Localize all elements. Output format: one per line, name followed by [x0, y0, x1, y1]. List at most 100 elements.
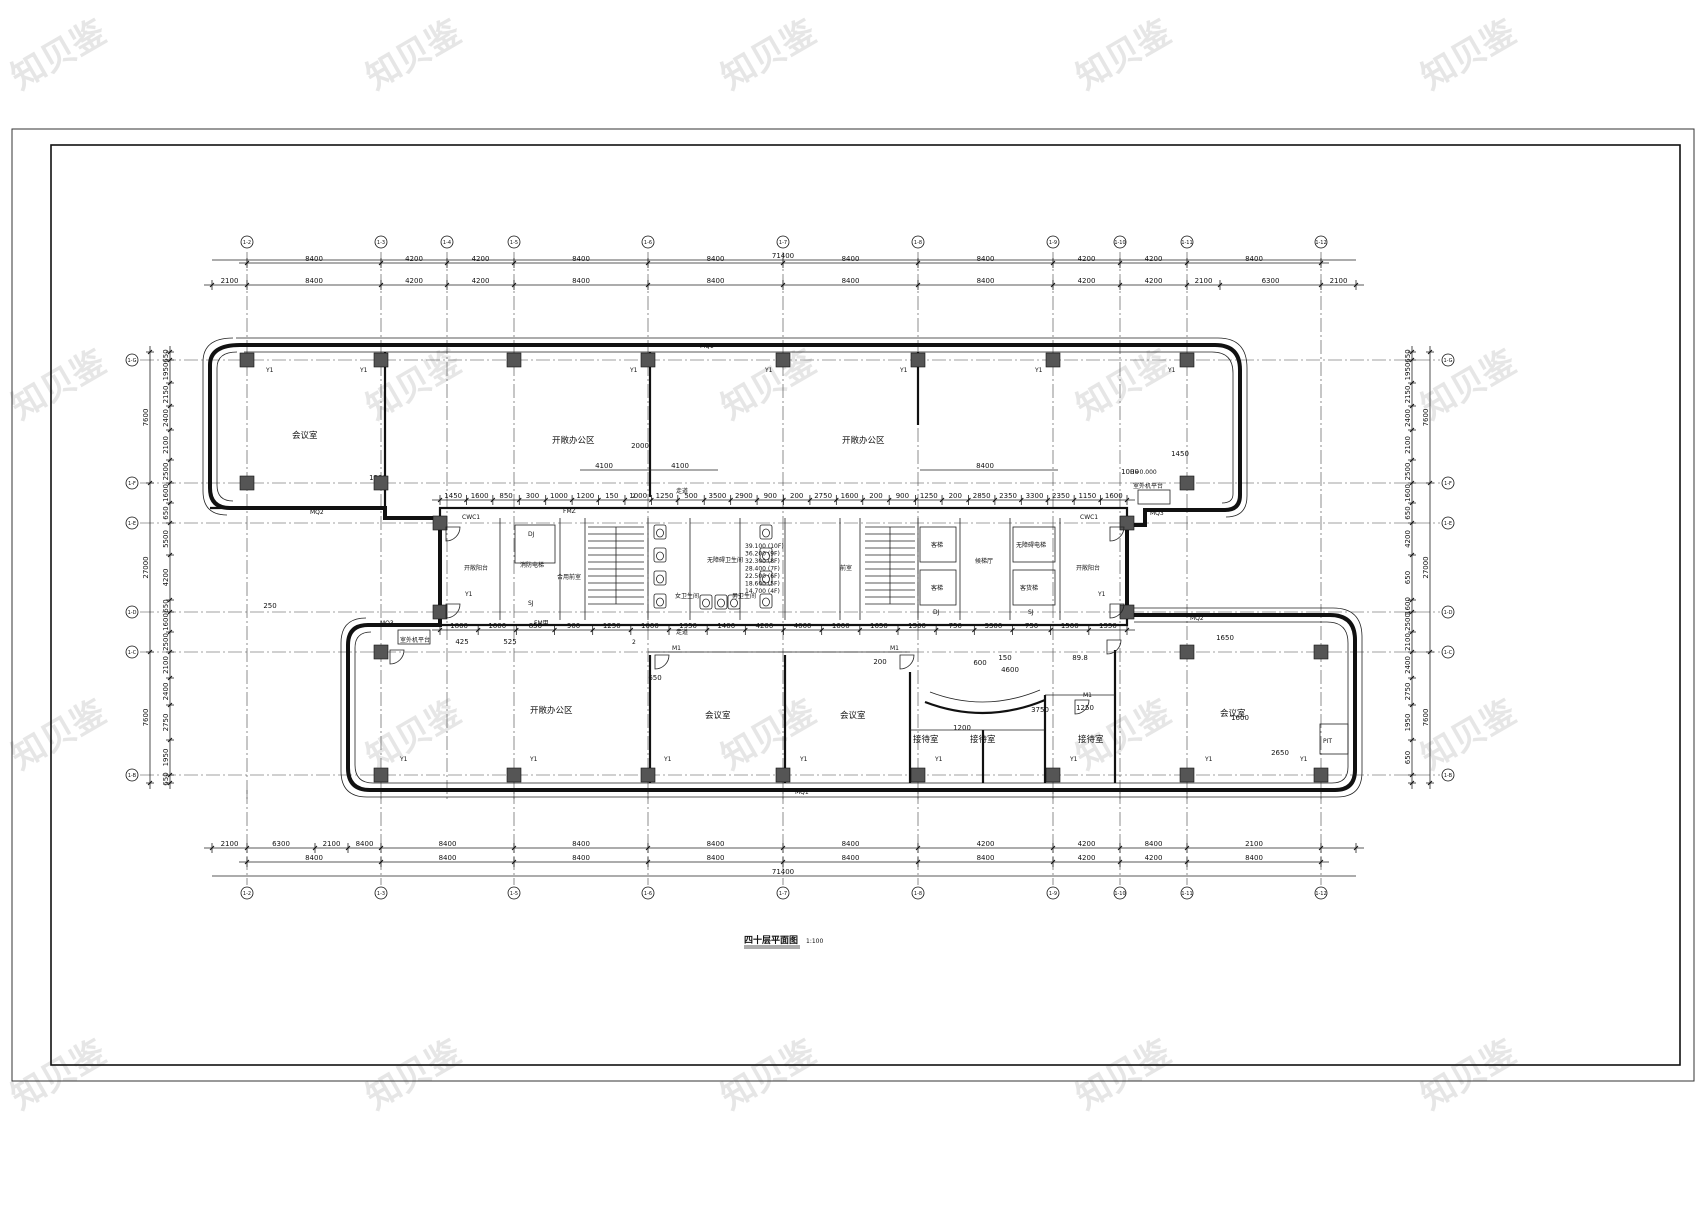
- axis-bubble-left: [125, 605, 139, 619]
- axis-label-left: 1-E: [128, 521, 136, 527]
- wc-fixture: [714, 594, 728, 610]
- room-ac-platform-e: 室外机平台: [1133, 482, 1163, 490]
- section-mark-1: 2: [632, 493, 636, 500]
- watermark-text: 知贝鉴: [5, 692, 113, 778]
- axis-bubble-left: [125, 476, 139, 490]
- wc-fixture: [653, 570, 667, 586]
- ac-unit-east: [1137, 489, 1171, 505]
- axis-label-left: 1-F: [128, 481, 136, 487]
- dim-core-top: 2350: [1052, 492, 1070, 500]
- dim-misc: 8400: [976, 462, 994, 470]
- dim-core-top: 1250: [656, 492, 674, 500]
- dim-core-top: 300: [526, 492, 539, 500]
- dim-misc: 89.8: [1072, 654, 1088, 662]
- axis-bubble-right: [1441, 768, 1455, 782]
- axis-label-top: 1-3: [377, 240, 385, 246]
- dim-left-side: 2100: [162, 656, 170, 674]
- structural-column: [373, 767, 389, 783]
- watermark-text: 知贝鉴: [360, 12, 468, 98]
- dim-core-top: 1600: [471, 492, 489, 500]
- watermark-text: 知贝鉴: [715, 342, 823, 428]
- dim-top-row2: 2100: [221, 277, 239, 285]
- axis-bubble-bottom: [776, 886, 790, 900]
- lift-shaft-3: [1012, 526, 1056, 563]
- axis-label-right: 1-E: [1444, 521, 1452, 527]
- dim-left-side: 650: [162, 599, 170, 612]
- structural-column: [239, 475, 255, 491]
- axis-label-top: 1-5: [510, 240, 518, 246]
- dim-core-top: 1450: [444, 492, 462, 500]
- structural-column: [1179, 352, 1195, 368]
- dim-misc: 425: [455, 638, 468, 646]
- door-m1-3: M1: [1083, 692, 1092, 699]
- dim-misc: 150: [998, 654, 1011, 662]
- room-no-barrier-lift: 无障碍电梯: [1016, 541, 1046, 549]
- lift-shaft-1: [919, 526, 957, 563]
- dim-core-top: 2850: [973, 492, 991, 500]
- structural-column: [1045, 352, 1061, 368]
- axis-label-top: 1-11: [1181, 240, 1192, 246]
- column-tag-y1: Y1: [529, 756, 538, 763]
- dim-bottom-row1: 8400: [1145, 840, 1163, 848]
- axis-label-top: 1-8: [914, 240, 922, 246]
- dim-top-row2: 8400: [572, 277, 590, 285]
- building-outline: [202, 337, 1363, 798]
- dim-left-side: 1950: [162, 749, 170, 767]
- dim-top-row2: 4200: [1078, 277, 1096, 285]
- room-lift-hall: 候梯厅: [975, 557, 993, 565]
- axis-label-top: 1-7: [779, 240, 787, 246]
- dim-top-row2: 2100: [1330, 277, 1348, 285]
- axis-bubble-top: [1314, 235, 1328, 249]
- dim-left-total: 7600: [142, 409, 150, 427]
- dim-left-side: 2400: [162, 409, 170, 427]
- axis-bubble-bottom: [240, 886, 254, 900]
- dim-top-row2: 4200: [472, 277, 490, 285]
- structural-column: [432, 604, 448, 620]
- dim-top-row1: 8400: [977, 255, 995, 263]
- dim-bottom-row1: 2100: [221, 840, 239, 848]
- wc-fixture: [653, 547, 667, 563]
- dim-left-side: 1600: [162, 613, 170, 631]
- room-dj-1: DJ: [528, 531, 535, 538]
- structural-column: [1313, 644, 1329, 660]
- axis-bubble-top: [1180, 235, 1194, 249]
- column-tag-y1: Y1: [799, 756, 808, 763]
- sheet-outer-border: [11, 128, 1695, 1082]
- floor-height-entry: 18.600 (5F): [745, 581, 780, 588]
- room-reception-1: 接待室: [913, 734, 939, 745]
- room-open-office-n2: 开敞办公区: [842, 435, 885, 446]
- axis-bubble-right: [1441, 516, 1455, 530]
- room-open-office-n1: 开敞办公区: [552, 435, 595, 446]
- dim-misc: 200: [873, 658, 886, 666]
- dim-left-side: 2100: [162, 436, 170, 454]
- ac-unit-west: [397, 629, 431, 645]
- dim-right-side: 2400: [1404, 409, 1412, 427]
- axis-bubble-bottom: [1113, 886, 1127, 900]
- axis-label-bottom: 1-11: [1181, 891, 1192, 897]
- axis-bubble-bottom: [641, 886, 655, 900]
- door-swing: [1109, 526, 1125, 542]
- sheet-inner-border: [50, 144, 1681, 1066]
- axis-bubble-left: [125, 353, 139, 367]
- axis-label-bottom: 1-6: [644, 891, 652, 897]
- axis-label-top: 1-4: [443, 240, 451, 246]
- interior-partitions: [383, 352, 1349, 783]
- fire-door-2: FMZ: [563, 508, 576, 515]
- dim-right-side: 650: [1404, 751, 1412, 764]
- dim-top-row1: 4200: [405, 255, 423, 263]
- axis-bubble-top: [507, 235, 521, 249]
- dim-core-top: 1200: [576, 492, 594, 500]
- wc-fixture: [759, 593, 773, 609]
- dim-right-side: 2150: [1404, 386, 1412, 404]
- dim-bottom-row1: 8400: [356, 840, 374, 848]
- column-tag-y1: Y1: [265, 367, 274, 374]
- watermark-text: 知贝鉴: [715, 1032, 823, 1118]
- dim-bottom-row2: 8400: [977, 854, 995, 862]
- structural-column: [1179, 644, 1195, 660]
- wc-fixture: [653, 524, 667, 540]
- axis-label-left: 1-D: [128, 610, 137, 616]
- room-passenger-lift-1: 客梯: [931, 541, 943, 549]
- door-m1-2: M1: [890, 645, 899, 652]
- dim-misc: 1650: [1216, 634, 1234, 642]
- room-reception-2: 接待室: [970, 734, 996, 745]
